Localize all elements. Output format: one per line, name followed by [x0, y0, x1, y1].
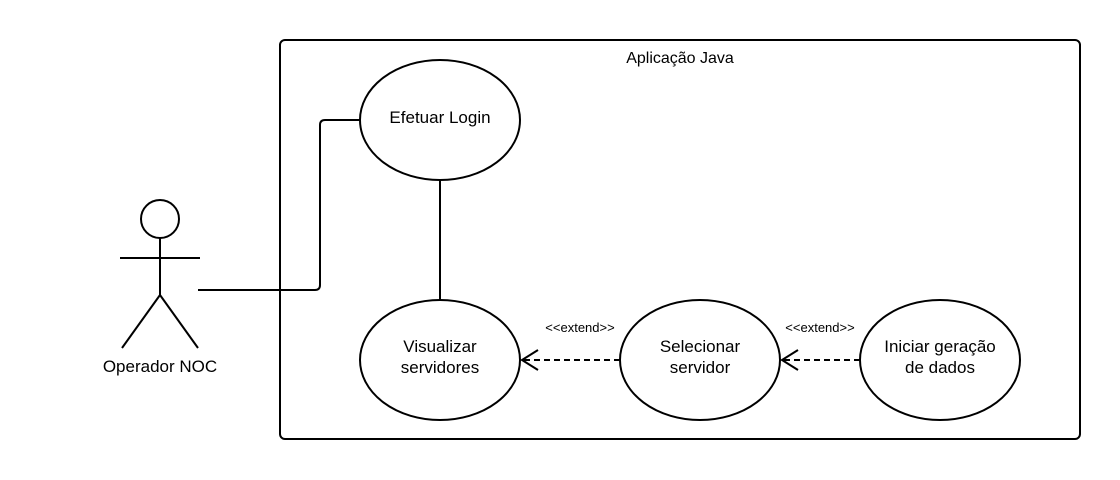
- use-case-label: de dados: [905, 358, 975, 377]
- extend-label: <<extend>>: [785, 320, 854, 335]
- extend-select-to-view: <<extend>>: [520, 320, 620, 371]
- use-case-label: Visualizar: [403, 337, 477, 356]
- use-case-label: servidores: [401, 358, 479, 377]
- system-boundary: [279, 39, 1081, 440]
- use-case-iniciar-geracao[interactable]: Iniciar geração de dados: [859, 299, 1021, 421]
- actor-left-leg: [121, 294, 161, 349]
- use-case-label: Iniciar geração: [884, 337, 996, 356]
- use-case-label: servidor: [670, 358, 731, 377]
- extend-start-to-select: <<extend>>: [780, 320, 860, 371]
- use-case-label: Efetuar Login: [389, 108, 490, 127]
- system-title: Aplicação Java: [626, 50, 734, 67]
- use-case-label: Selecionar: [660, 337, 741, 356]
- extend-label: <<extend>>: [545, 320, 614, 335]
- extend-arrowhead: [520, 349, 539, 371]
- association-actor-login: [198, 119, 360, 291]
- actor-label: Operador NOC: [103, 357, 217, 376]
- use-case-ellipse[interactable]: [359, 299, 521, 421]
- use-case-visualizar-servidores[interactable]: Visualizar servidores: [359, 299, 521, 421]
- actor-operador-noc: Operador NOC: [103, 199, 217, 376]
- use-case-efetuar-login[interactable]: Efetuar Login: [359, 59, 521, 181]
- use-case-ellipse[interactable]: [359, 59, 521, 181]
- use-case-selecionar-servidor[interactable]: Selecionar servidor: [619, 299, 781, 421]
- actor-right-leg: [159, 294, 199, 349]
- extend-arrowhead: [780, 349, 799, 371]
- actor-head: [140, 199, 180, 239]
